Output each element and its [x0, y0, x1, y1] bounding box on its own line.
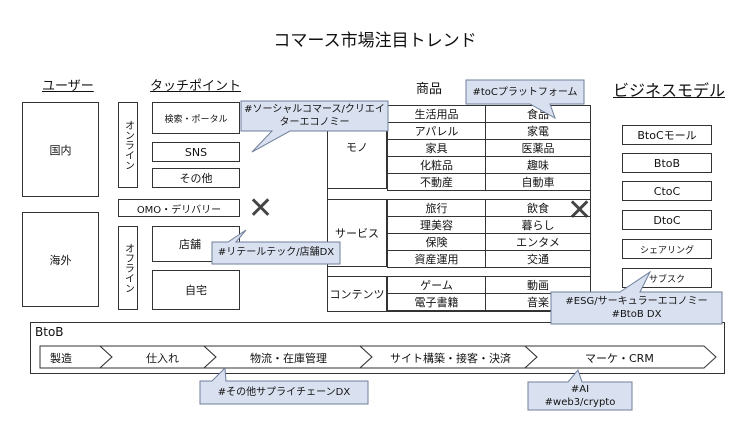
touchpoint-omo-label: OMO・デリバリー	[136, 204, 222, 216]
services-cell: 交通	[485, 250, 591, 268]
services-cell: 暮らし	[485, 216, 591, 234]
services-row: 資産運用交通	[387, 250, 591, 268]
callout-toc-platform-shape	[465, 79, 585, 120]
callout-line: #リテールテック/店舗DX	[217, 247, 335, 258]
callout-ai-web3-text: #AI #web3/crypto	[528, 383, 632, 409]
bm-label: CtoC	[653, 184, 681, 198]
btob-step-label: マーケ・CRM	[585, 352, 654, 365]
touchpoint-sns-label: SNS	[184, 145, 208, 159]
btob-label: BtoB	[35, 325, 64, 339]
bm-sharing: シェアリング	[622, 239, 712, 259]
bm-label: サブスク	[648, 274, 685, 285]
page-title: コマース市場注目トレンド	[273, 31, 477, 51]
header-business-model: ビジネスモデル	[613, 81, 726, 100]
services-label: サービス	[335, 227, 379, 240]
bm-label: シェアリング	[639, 245, 694, 256]
contents-label-cell: コンテンツ	[327, 276, 387, 312]
services-row: 旅行飲食	[387, 199, 591, 217]
callout-esg-text: #ESG/サーキュラーエコノミー #BtoB DX	[551, 295, 722, 321]
callout-line: #web3/crypto	[544, 397, 616, 408]
callout-social-commerce-text: #ソーシャルコマース/クリエイ ターエコノミー	[241, 103, 388, 129]
goods-row: 家具医薬品	[387, 139, 591, 157]
contents-cell: 電子書籍	[387, 293, 486, 311]
bm-btoc-mall: BtoCモール	[622, 125, 712, 145]
touchpoint-other: その他	[152, 168, 240, 188]
callout-social-commerce-shape	[240, 100, 389, 153]
callout-line: #ESG/サーキュラーエコノミー	[565, 296, 708, 307]
touchpoint-store-label: 店舗	[179, 238, 201, 251]
callout-line: #その他サプライチェーンDX	[217, 387, 351, 398]
services-row: 保険エンタメ	[387, 233, 591, 251]
cross-left-icon: ✕	[248, 191, 274, 226]
callout-line: #BtoB DX	[611, 309, 662, 320]
touchpoint-search-portal-label: 検索・ポータル	[164, 114, 228, 125]
user-domestic-label: 国内	[49, 143, 72, 157]
bm-ctoc: CtoC	[622, 181, 712, 201]
callout-supply-chain-shape	[199, 366, 369, 405]
callout-line: #AI	[570, 384, 590, 395]
channel-offline-box: オフライン	[118, 226, 138, 310]
services-row: 理美容暮らし	[387, 216, 591, 234]
user-overseas-label: 海外	[49, 253, 72, 267]
bm-label: BtoCモール	[637, 129, 697, 142]
callout-line: ターエコノミー	[279, 117, 350, 128]
callout-esg-shape	[550, 270, 723, 325]
header-user: ユーザー	[42, 79, 94, 94]
services-grid: 旅行飲食 理美容暮らし 保険エンタメ 資産運用交通	[387, 199, 591, 268]
touchpoint-home: 自宅	[152, 270, 240, 310]
touchpoint-home-label: 自宅	[185, 284, 207, 297]
btob-container	[30, 322, 725, 374]
channel-online-box: オンライン	[118, 102, 138, 188]
btob-step-label: 製造	[50, 352, 72, 365]
bm-dtoc: DtoC	[622, 210, 712, 230]
touchpoint-search-portal: 検索・ポータル	[152, 102, 240, 134]
goods-row: 不動産自動車	[387, 173, 591, 191]
contents-label: コンテンツ	[329, 288, 385, 301]
goods-grid: 生活用品食品 アパレル家電 家具医薬品 化粧品趣味 不動産自動車	[387, 105, 591, 191]
btob-step-label: 物流・在庫管理	[250, 352, 327, 365]
goods-label: モノ	[346, 141, 368, 154]
goods-row: 生活用品食品	[387, 105, 591, 123]
callout-line: #ソーシャルコマース/クリエイ	[244, 104, 385, 115]
callout-supply-chain-text: #その他サプライチェーンDX	[200, 386, 368, 399]
chevron-marketing	[523, 345, 717, 369]
btob-step-label: サイト構築・接客・決済	[390, 352, 511, 365]
bm-label: DtoC	[653, 213, 681, 227]
services-cell: 資産運用	[387, 250, 486, 268]
goods-cell: 不動産	[387, 173, 486, 191]
bm-label: BtoB	[653, 156, 681, 170]
user-overseas-box: 海外	[22, 212, 99, 307]
goods-cell: 自動車	[485, 173, 591, 191]
touchpoint-sns: SNS	[152, 142, 240, 162]
callout-ai-web3-shape	[527, 368, 633, 411]
callout-retail-tech-text: #リテールテック/店舗DX	[212, 246, 340, 259]
services-label-cell: サービス	[327, 199, 387, 267]
header-product: 商品	[416, 82, 443, 97]
callout-toc-platform-text: #toCプラットフォーム	[466, 86, 584, 99]
user-domestic-box: 国内	[22, 102, 99, 197]
callout-retail-tech-shape	[211, 229, 341, 265]
header-touchpoint: タッチポイント	[150, 79, 242, 94]
goods-cell: 生活用品	[387, 105, 486, 123]
callout-line: #toCプラットフォーム	[472, 87, 578, 98]
bm-btob: BtoB	[622, 153, 712, 173]
channel-offline-label: オフライン	[122, 243, 134, 293]
touchpoint-other-label: その他	[179, 172, 213, 185]
channel-online-label: オンライン	[122, 120, 134, 170]
btob-step-label: 仕入れ	[146, 352, 179, 365]
touchpoint-omo: OMO・デリバリー	[118, 199, 240, 217]
